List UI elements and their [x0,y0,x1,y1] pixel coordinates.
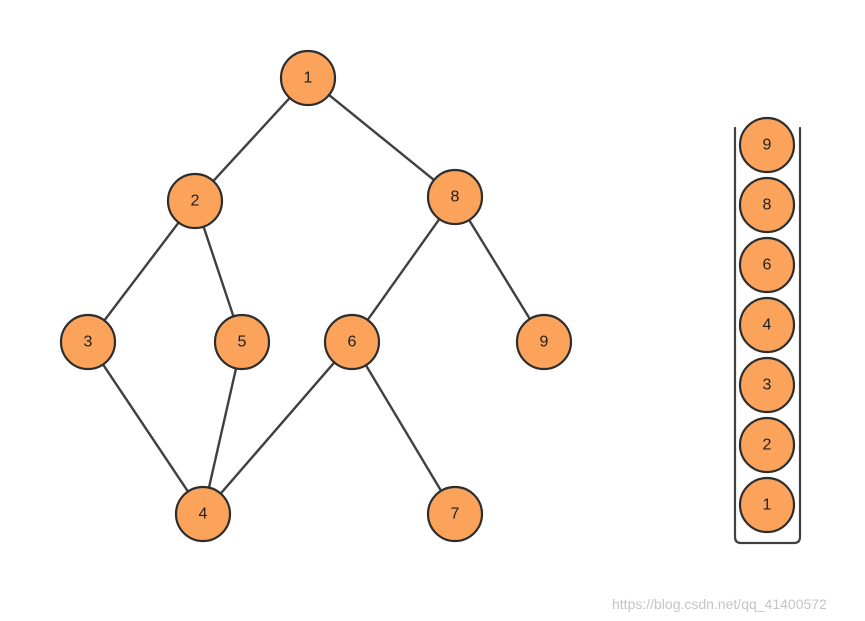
stack-item-9-circle [738,116,796,174]
graph-nodes: 1 2 8 3 5 6 9 4 7 [59,49,573,543]
graph-node-1: 1 [279,49,337,107]
graph-node-9: 9 [515,313,573,371]
stack-item-8-circle [738,176,796,234]
graph-node-2-label: 2 [191,193,200,210]
stack-items: 9 8 6 4 3 2 1 [738,116,796,534]
edge-6-7 [364,363,443,493]
graph-node-1-circle [279,49,337,107]
graph-node-2-circle [166,172,224,230]
stack-item-1: 1 [738,476,796,534]
edge-3-4 [101,363,190,493]
edge-1-8 [327,93,436,182]
stack-item-4: 4 [738,296,796,354]
stack-item-6: 6 [738,236,796,294]
edge-8-6 [366,217,441,322]
graph-node-6-circle [323,313,381,371]
graph-node-2: 2 [166,172,224,230]
stack-item-4-circle [738,296,796,354]
graph-node-4-circle [174,485,232,543]
graph-node-4-label: 4 [199,506,208,523]
stack-item-3-circle [738,356,796,414]
stack-item-3-label: 3 [763,377,772,394]
stack-item-4-label: 4 [763,317,772,334]
stack-item-2-label: 2 [763,437,772,454]
watermark-text: https://blog.csdn.net/qq_41400572 [612,596,827,612]
graph-node-5-circle [213,313,271,371]
stack-item-1-circle [738,476,796,534]
graph-node-3: 3 [59,313,117,371]
edge-1-2 [212,96,291,183]
graph-node-7: 7 [426,485,484,543]
graph-node-3-label: 3 [84,334,93,351]
stack-item-6-label: 6 [763,257,772,274]
stack-item-6-circle [738,236,796,294]
stack-item-3: 3 [738,356,796,414]
graph-edges [101,93,532,495]
edge-2-3 [103,221,180,322]
stack-item-8-label: 8 [763,197,772,214]
graph-node-7-circle [426,485,484,543]
edge-8-9 [467,218,532,321]
graph-node-1-label: 1 [304,70,313,87]
graph-node-6-label: 6 [348,334,357,351]
stack-item-2: 2 [738,416,796,474]
graph-node-9-label: 9 [540,334,549,351]
stack-item-2-circle [738,416,796,474]
graph-node-5-label: 5 [238,334,247,351]
graph-node-7-label: 7 [451,506,460,523]
edge-2-5 [202,225,235,318]
graph-node-4: 4 [174,485,232,543]
edge-6-4 [219,361,336,495]
graph-node-6: 6 [323,313,381,371]
stack-item-9: 9 [738,116,796,174]
stack-wall [733,126,802,545]
stack-item-1-label: 1 [763,497,772,514]
stack-item-8: 8 [738,176,796,234]
graph-node-8-label: 8 [451,189,460,206]
stack-container: 9 8 6 4 3 2 1 [733,116,802,545]
edge-5-4 [207,367,238,489]
stack-item-9-label: 9 [763,137,772,154]
graph-node-8: 8 [426,168,484,226]
graph-node-9-circle [515,313,573,371]
graph-node-3-circle [59,313,117,371]
graph-node-8-circle [426,168,484,226]
graph-node-5: 5 [213,313,271,371]
